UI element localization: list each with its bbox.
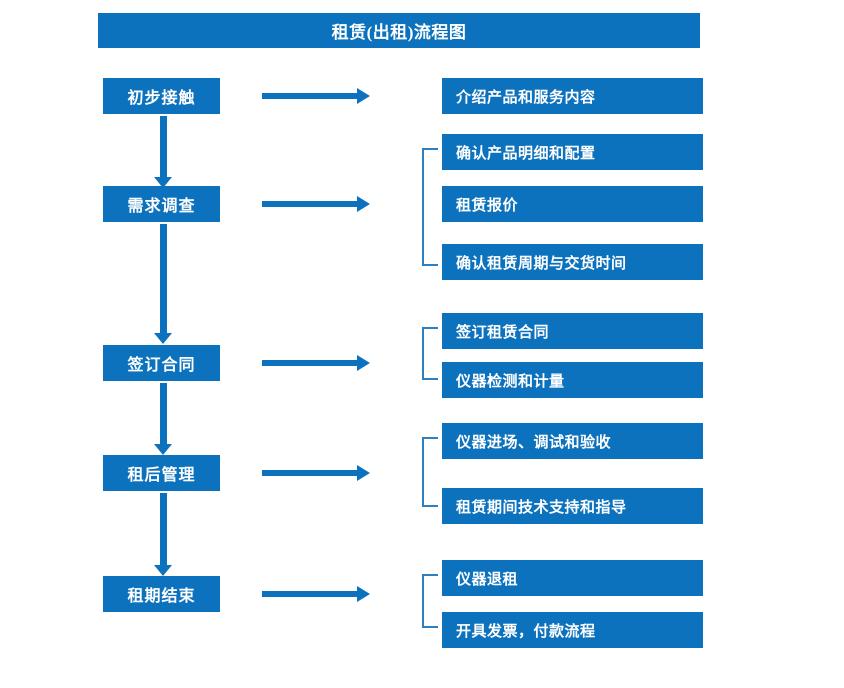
down-arrow-icon-2 [154,224,172,344]
stage-box-4[interactable]: 租后管理 [103,455,220,491]
right-arrow-icon-5 [262,586,370,602]
detail-box-9[interactable]: 仪器退租 [442,560,703,596]
right-arrow-icon-2 [262,196,370,212]
down-arrow-icon-1 [154,116,172,188]
stage-box-5[interactable]: 租期结束 [103,576,220,612]
detail-box-10[interactable]: 开具发票，付款流程 [442,612,703,648]
down-arrow-icon-3 [154,383,172,455]
detail-box-5[interactable]: 签订租赁合同 [442,313,703,349]
flowchart-title: 租赁(出租)流程图 [98,13,700,48]
detail-box-7[interactable]: 仪器进场、调试和验收 [442,423,703,459]
stage-box-3[interactable]: 签订合同 [103,345,220,381]
stage-box-2[interactable]: 需求调查 [103,186,220,222]
group-bracket-1 [422,148,438,266]
right-arrow-icon-1 [262,88,370,104]
group-bracket-2 [422,327,438,380]
detail-box-1[interactable]: 介绍产品和服务内容 [442,78,703,114]
detail-box-6[interactable]: 仪器检测和计量 [442,362,703,398]
detail-box-8[interactable]: 租赁期间技术支持和指导 [442,488,703,524]
detail-box-4[interactable]: 确认租赁周期与交货时间 [442,244,703,280]
right-arrow-icon-3 [262,355,370,371]
stage-box-1[interactable]: 初步接触 [103,78,220,114]
down-arrow-icon-4 [154,493,172,576]
right-arrow-icon-4 [262,465,370,481]
group-bracket-3 [422,437,438,507]
detail-box-2[interactable]: 确认产品明细和配置 [442,134,703,170]
group-bracket-4 [422,574,438,628]
detail-box-3[interactable]: 租赁报价 [442,186,703,222]
